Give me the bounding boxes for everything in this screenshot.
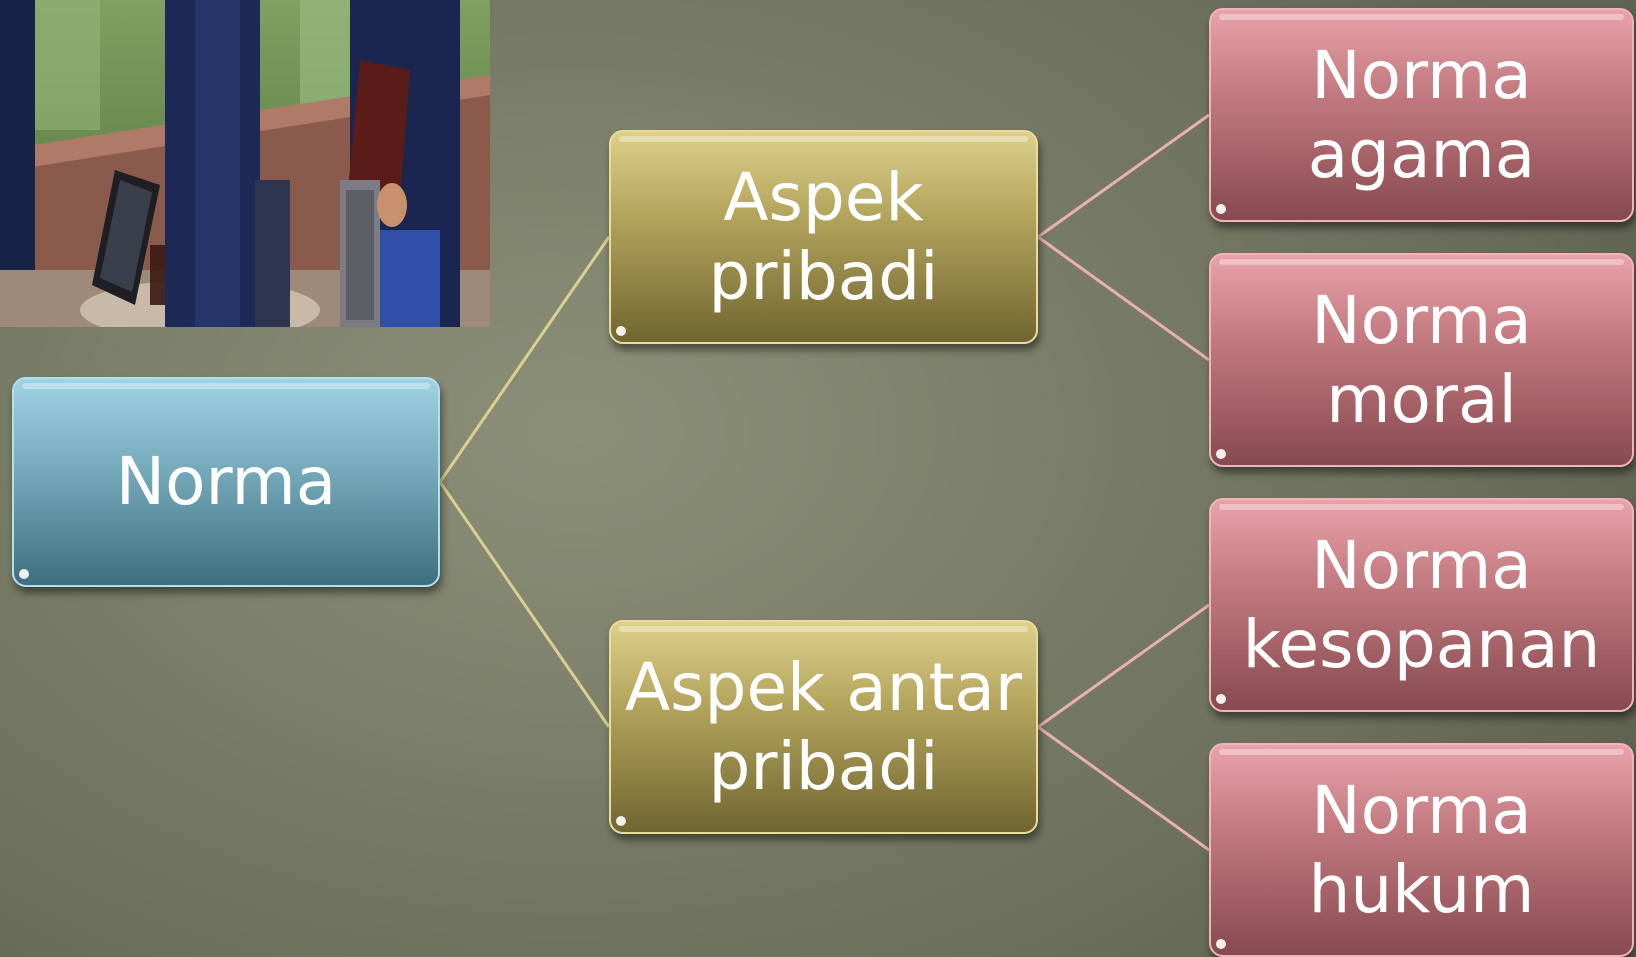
leaf-node-norma-moral: Norma moral [1209, 253, 1634, 467]
branch-node-aspek-antar-pribadi: Aspek antar pribadi [609, 620, 1038, 834]
connector-branch2-leaf3 [1037, 603, 1210, 729]
root-node-label: Norma [115, 443, 337, 521]
business-people-photo [0, 0, 490, 327]
branch-node-label: Aspek antar pribadi [625, 648, 1022, 805]
connector-root-branch2 [438, 481, 611, 728]
root-node-norma: Norma [12, 377, 440, 587]
branch-node-label: Aspek pribadi [708, 158, 939, 315]
branch-node-aspek-pribadi: Aspek pribadi [609, 130, 1038, 344]
leaf-node-label: Norma moral [1311, 281, 1532, 438]
leaf-node-norma-kesopanan: Norma kesopanan [1209, 498, 1634, 712]
connector-branch2-leaf4 [1037, 725, 1210, 852]
connector-branch1-leaf1 [1037, 113, 1210, 239]
leaf-node-label: Norma agama [1307, 36, 1536, 193]
leaf-node-label: Norma kesopanan [1242, 526, 1601, 683]
connector-root-branch1 [438, 236, 611, 483]
leaf-node-label: Norma hukum [1308, 771, 1535, 928]
leaf-node-norma-hukum: Norma hukum [1209, 743, 1634, 957]
leaf-node-norma-agama: Norma agama [1209, 8, 1634, 222]
connector-branch1-leaf2 [1037, 235, 1210, 362]
